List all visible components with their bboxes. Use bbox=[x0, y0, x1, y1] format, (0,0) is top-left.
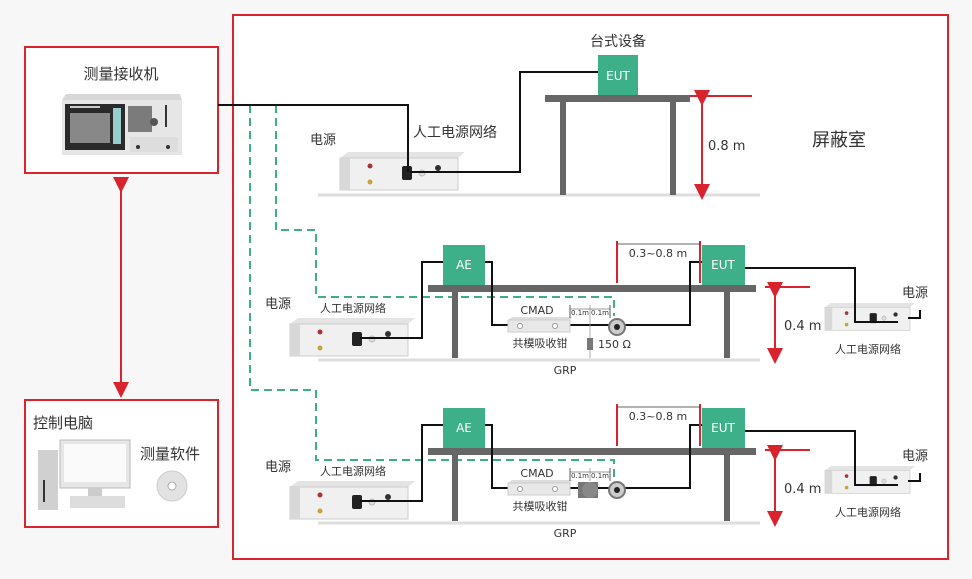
clamp-label: 共模吸收钳 bbox=[513, 499, 568, 513]
ae-label: AE bbox=[456, 421, 472, 435]
spacing-label: 0.1m bbox=[591, 309, 609, 317]
software-disc-icon bbox=[156, 470, 188, 502]
eut-label: EUT bbox=[711, 421, 735, 435]
resistor-icon bbox=[587, 338, 593, 350]
top-setup: EUT 台式设备 电源 人工电源网络 0.8 m bbox=[218, 33, 760, 200]
software-label: 测量软件 bbox=[140, 445, 200, 463]
spacing-label: 0.1m bbox=[571, 309, 589, 317]
lisn-right-icon bbox=[824, 302, 916, 331]
lisn-right-icon bbox=[824, 465, 916, 494]
lisn-left-label: 人工电源网络 bbox=[320, 464, 386, 478]
spacing-label: 0.1m bbox=[591, 472, 609, 480]
cmad-clamp-icon bbox=[507, 480, 572, 496]
distance-label: 0.3~0.8 m bbox=[629, 247, 687, 260]
cmad-label: CMAD bbox=[520, 467, 553, 480]
height-label: 0.8 m bbox=[708, 139, 745, 154]
clamp-label: 共模吸收钳 bbox=[513, 336, 568, 350]
lisn-left-label: 人工电源网络 bbox=[320, 301, 386, 315]
dashed-cable-middle bbox=[275, 105, 615, 316]
power-label: 电源 bbox=[310, 133, 336, 148]
eut-label: EUT bbox=[711, 258, 735, 272]
height-label: 0.4 m bbox=[784, 319, 821, 334]
eut-box bbox=[702, 408, 745, 448]
height-label: 0.4 m bbox=[784, 482, 821, 497]
spacing-label: 0.1m bbox=[571, 472, 589, 480]
computer-title: 控制电脑 bbox=[33, 414, 93, 432]
power-left-label: 电源 bbox=[265, 297, 291, 312]
cmad-clamp-icon bbox=[507, 317, 572, 333]
grp-label: GRP bbox=[554, 527, 577, 540]
computer-icon bbox=[38, 439, 131, 510]
ae-box bbox=[443, 245, 485, 285]
shielded-room-label: 屏蔽室 bbox=[812, 130, 866, 151]
receiver-instrument-icon bbox=[62, 94, 182, 155]
lisn-right-label: 人工电源网络 bbox=[835, 342, 901, 356]
table bbox=[545, 95, 690, 102]
ae-box bbox=[443, 408, 485, 448]
cmad-label: CMAD bbox=[520, 304, 553, 317]
power-right-label: 电源 bbox=[902, 449, 928, 464]
tabletop-title: 台式设备 bbox=[590, 33, 646, 50]
resistor-label: 150 Ω bbox=[598, 338, 631, 351]
eut-box bbox=[702, 245, 745, 285]
distance-label: 0.3~0.8 m bbox=[629, 410, 687, 423]
dashed-cable-bottom bbox=[249, 105, 615, 478]
power-left-label: 电源 bbox=[265, 460, 291, 475]
power-right-label: 电源 bbox=[902, 286, 928, 301]
ae-label: AE bbox=[456, 258, 472, 272]
eut-box bbox=[598, 55, 638, 95]
table bbox=[428, 285, 756, 292]
eut-label: EUT bbox=[606, 69, 630, 83]
grp-label: GRP bbox=[554, 364, 577, 377]
lisn-label: 人工电源网络 bbox=[413, 125, 497, 141]
lisn-right-label: 人工电源网络 bbox=[835, 505, 901, 519]
table bbox=[428, 448, 756, 455]
receiver-title: 测量接收机 bbox=[83, 65, 158, 83]
